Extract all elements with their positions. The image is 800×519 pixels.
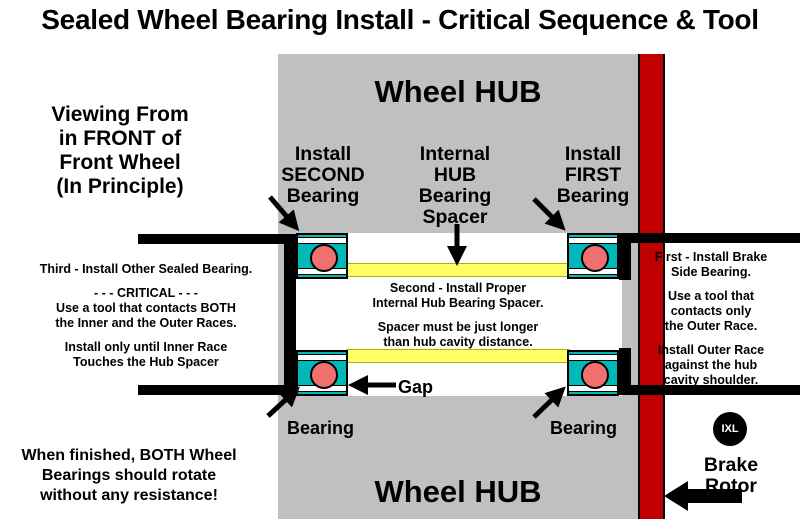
arrow-to-first-bearing [532,197,566,231]
label-viewing: Viewing From in FRONT of Front Wheel (In… [51,103,189,198]
right-tool-top [619,233,800,243]
arrow-to-bearing-left [266,386,300,418]
note-left-critical: - - - CRITICAL - - - Use a tool that con… [55,286,237,330]
label-install-first: Install FIRST Bearing [556,143,630,207]
right-tool-face-top [619,233,631,280]
label-internal-spacer: Internal HUB Bearing Spacer [418,143,492,228]
bearing-second-bottom [296,350,348,396]
note-left-limit: Install only until Inner Race Touches th… [64,340,228,369]
note-right-tool: Use a tool that contacts only the Outer … [664,289,758,333]
note-center-step: Second - Install Proper Internal Hub Bea… [372,281,544,310]
label-install-second: Install SECOND Bearing [281,143,365,207]
ixl-logo: IXL [713,412,747,446]
note-center-length: Spacer must be just longer than hub cavi… [377,320,539,349]
bearing-second-top [296,233,348,279]
arrow-to-bearing-right [532,386,566,419]
spacer-bottom [346,349,570,363]
label-gap: Gap [398,377,434,397]
diagram-title: Sealed Wheel Bearing Install - Critical … [41,4,759,35]
left-tool-face [284,234,296,395]
note-finish: When finished, BOTH Wheel Bearings shoul… [21,447,237,504]
hub-label-bottom: Wheel HUB [374,474,542,509]
arrow-to-second-bearing [268,195,300,232]
label-bearing-left: Bearing [287,418,355,438]
brake-rotor [638,54,665,519]
arrow-to-brake-rotor [664,481,742,511]
note-center: Second - Install Proper Internal Hub Bea… [330,281,586,359]
bearing-first-bottom [567,350,619,396]
bearing-first-top [567,233,619,279]
note-left: Third - Install Other Sealed Bearing. - … [10,262,282,379]
right-tool-bottom [619,385,800,395]
label-bearing-right: Bearing [550,418,618,438]
note-right-step: First - Install Brake Side Bearing. [654,250,768,279]
right-tool-face-bottom [619,348,631,395]
hub-label-top: Wheel HUB [374,74,542,109]
left-tool-top [138,234,296,244]
note-right-shoulder: Install Outer Race against the hub cavit… [657,343,765,387]
note-right: First - Install Brake Side Bearing. Use … [624,250,798,397]
left-tool-bottom [138,385,296,395]
note-left-step: Third - Install Other Sealed Bearing. [39,262,253,276]
